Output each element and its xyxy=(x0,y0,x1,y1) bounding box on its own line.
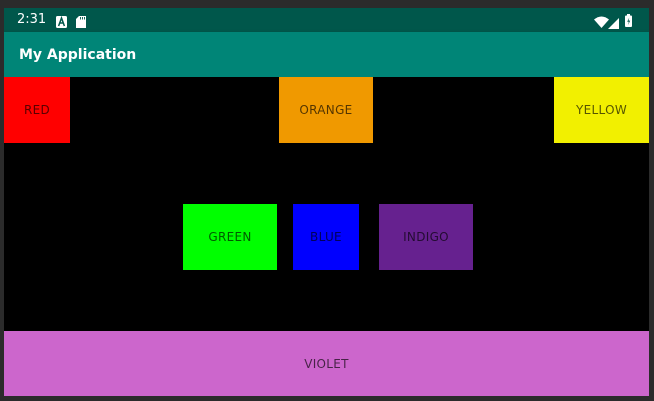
red-button[interactable]: RED xyxy=(4,77,70,143)
sd-card-icon xyxy=(76,13,86,32)
app-bar: My Application xyxy=(4,32,649,77)
battery-icon xyxy=(625,12,632,31)
wifi-icon xyxy=(594,13,609,32)
blue-button[interactable]: BLUE xyxy=(293,204,359,270)
yellow-button[interactable]: YELLOW xyxy=(554,77,649,143)
indigo-button[interactable]: INDIGO xyxy=(379,204,473,270)
status-time: 2:31 xyxy=(17,12,47,27)
device-screen: 2:31 xyxy=(4,8,649,396)
status-bar: 2:31 xyxy=(4,8,649,32)
cell-signal-icon xyxy=(608,14,619,33)
violet-button[interactable]: VIOLET xyxy=(4,331,649,396)
app-title: My Application xyxy=(19,47,137,63)
text-a-icon xyxy=(56,13,67,32)
orange-button[interactable]: ORANGE xyxy=(279,77,373,143)
green-button[interactable]: GREEN xyxy=(183,204,277,270)
